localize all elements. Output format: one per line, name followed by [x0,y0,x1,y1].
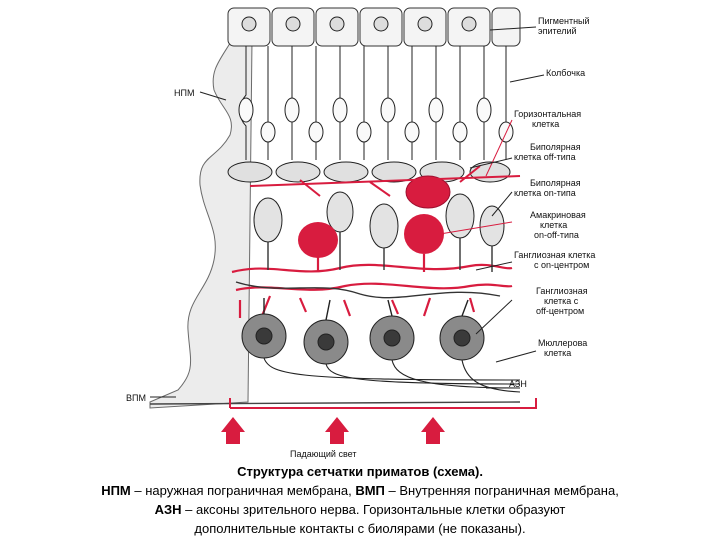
figure-caption: Структура сетчатки приматов (схема). НПМ… [0,462,720,538]
photoreceptor-layer [239,46,513,160]
optic-nerve-axons [264,358,520,392]
caption-line-3: АЗН – аксоны зрительного нерва. Горизонт… [0,500,720,519]
caption-line-2: НПМ – наружная пограничная мембрана, ВМП… [0,481,720,500]
label-ganglion-on: Ганглиозная клетка с on-центром [514,250,598,270]
label-ganglion-off: Ганглиозная клетка с off-центром [536,286,590,316]
muller-glia-body [150,40,252,408]
pigment-epithelium [228,8,520,46]
label-vpm: ВПМ [126,393,146,403]
label-amacrine-cell: Амакриновая клетка on-off-типа [530,210,588,240]
inner-plexiform-layer [232,232,512,318]
incident-light-arrows [221,398,536,444]
label-incident-light: Падающий свет [290,449,356,459]
label-bipolar-on: Биполярная клетка on-типа [514,178,583,198]
synaptic-terminals [228,162,510,182]
vmp-definition: – Внутренняя пограничная мембрана, [385,483,619,498]
bipolar-cells [254,192,504,248]
abbr-azn: АЗН [155,502,182,517]
ganglion-cells [242,298,484,364]
abbr-npm: НПМ [101,483,131,498]
npm-definition: – наружная пограничная мембрана, [131,483,356,498]
abbr-vmp: ВМП [355,483,385,498]
label-pigment-epithelium: Пигментный эпителий [538,16,592,36]
caption-line-4: дополнительные контакты с биолярами (не … [0,519,720,538]
label-bipolar-off: Биполярная клетка off-типа [514,142,583,162]
caption-title: Структура сетчатки приматов (схема). [0,462,720,481]
retina-diagram: Пигментный эпителий Колбочка Горизонталь… [0,0,720,462]
label-azn: АЗН [509,379,527,389]
label-horizontal-cell: Горизонтальная клетка [514,109,584,129]
azn-definition: – аксоны зрительного нерва. Горизонтальн… [182,502,566,517]
label-cone: Колбочка [546,68,585,78]
label-muller-cell: Мюллерова клетка [538,338,590,358]
label-npm: НПМ [174,88,194,98]
